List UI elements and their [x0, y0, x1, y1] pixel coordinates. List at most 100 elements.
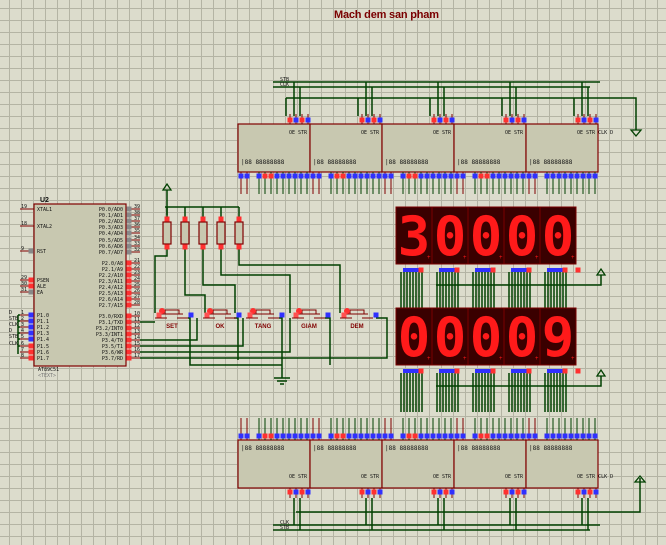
pin-state — [286, 433, 292, 439]
dp-indicator: + — [571, 255, 575, 261]
pin-state — [562, 368, 568, 374]
pin-state — [443, 489, 449, 495]
mcu-pin-label: P3.5/T1 — [102, 344, 123, 350]
pin-state — [268, 433, 274, 439]
wire — [286, 97, 637, 130]
mcu-pin-number: 13 — [134, 329, 140, 335]
shift-register-body — [453, 123, 527, 173]
button-dem[interactable]: DEM — [340, 308, 379, 330]
pin-state — [200, 216, 206, 222]
mcu-pin-number: 25 — [134, 282, 140, 288]
wire — [238, 249, 341, 313]
pin-state — [400, 173, 406, 179]
pin-state — [236, 312, 242, 318]
pin-state — [236, 216, 242, 222]
button-giam[interactable]: GIAM — [292, 308, 331, 330]
button-set[interactable]: SET — [155, 308, 194, 330]
pin-state — [28, 312, 34, 318]
pin-state — [509, 117, 515, 123]
pin-state — [515, 489, 521, 495]
button-label: DEM — [350, 324, 363, 330]
shift-register-pins-label: |88 88888888 — [313, 159, 357, 166]
pin-state — [430, 173, 436, 179]
dp-indicator: + — [535, 255, 539, 261]
shift-register-ctrl-label: OE STR CLK D — [433, 474, 469, 480]
mcu-pin-number: 22 — [134, 264, 140, 270]
pin-state — [436, 173, 442, 179]
mcu-pin-label: P3.6/WR — [102, 350, 124, 356]
shift-register-pins-label: |88 88888888 — [241, 445, 285, 452]
pin-state — [182, 244, 188, 250]
pin-bar — [511, 268, 531, 272]
pin-bar — [403, 268, 423, 272]
pin-state — [562, 433, 568, 439]
pin-state — [370, 173, 376, 179]
mcu-pin-label: ALE — [37, 284, 46, 290]
pin-state — [586, 433, 592, 439]
pin-state — [575, 267, 581, 273]
pin-state — [424, 433, 430, 439]
pin-state — [550, 433, 556, 439]
mcu-pin-label: P0.0/AD0 — [99, 207, 123, 213]
pin-state — [521, 117, 527, 123]
pin-state — [371, 117, 377, 123]
pin-state — [126, 266, 132, 272]
pin-state — [262, 173, 268, 179]
pin-state — [352, 433, 358, 439]
mcu-pin-number: 5 — [21, 334, 24, 340]
pin-state — [575, 489, 581, 495]
pin-state — [126, 302, 132, 308]
digit-3: 0+ — [467, 306, 505, 374]
pin-state — [377, 117, 383, 123]
mcu-pin-number: 38 — [134, 210, 140, 216]
pin-state — [562, 173, 568, 179]
mcu-pin-label: P0.4/AD4 — [99, 231, 123, 237]
pin-state — [279, 312, 285, 318]
mcu-body[interactable] — [33, 203, 127, 367]
pin-state — [436, 433, 442, 439]
digit-cell — [503, 307, 541, 366]
button-cap — [349, 309, 365, 315]
pin-state — [412, 433, 418, 439]
shift-register-pins-label: |88 88888888 — [313, 445, 357, 452]
mcu-pin-number: 11 — [134, 317, 140, 323]
pin-state — [28, 349, 34, 355]
pin-state — [443, 117, 449, 123]
net-label-clk: CLK — [9, 341, 18, 347]
pin-state — [581, 117, 587, 123]
button-ok[interactable]: OK — [203, 308, 242, 330]
pin-state — [293, 312, 299, 318]
shift-register-body — [525, 123, 599, 173]
shift-register-ctrl-label: OE STR CLK D — [505, 474, 541, 480]
pin-state — [28, 336, 34, 342]
shift-register-ctrl-label: OE STR CLK D — [577, 130, 613, 136]
pin-state — [388, 433, 394, 439]
pin-state — [509, 489, 515, 495]
pin-state — [454, 267, 460, 273]
button-tang[interactable]: TANG — [246, 308, 285, 330]
pin-state — [388, 173, 394, 179]
digit-5: 9+ — [539, 306, 577, 374]
pin-state — [490, 433, 496, 439]
pin-state — [126, 284, 132, 290]
pin-state — [298, 173, 304, 179]
pin-state — [364, 173, 370, 179]
wire — [220, 249, 291, 313]
button-cap — [301, 309, 317, 315]
pin-state — [370, 433, 376, 439]
resistor-5 — [234, 221, 244, 245]
pin-state — [268, 173, 274, 179]
digit-4: 0+ — [503, 205, 541, 273]
pin-state — [299, 117, 305, 123]
pin-state — [28, 330, 34, 336]
digit-value: 0 — [542, 205, 575, 268]
mcu-pin-label: XTAL1 — [37, 207, 52, 213]
pin-state — [556, 173, 562, 179]
pin-state — [126, 296, 132, 302]
bus-label: STB — [280, 77, 289, 83]
pin-state — [484, 433, 490, 439]
